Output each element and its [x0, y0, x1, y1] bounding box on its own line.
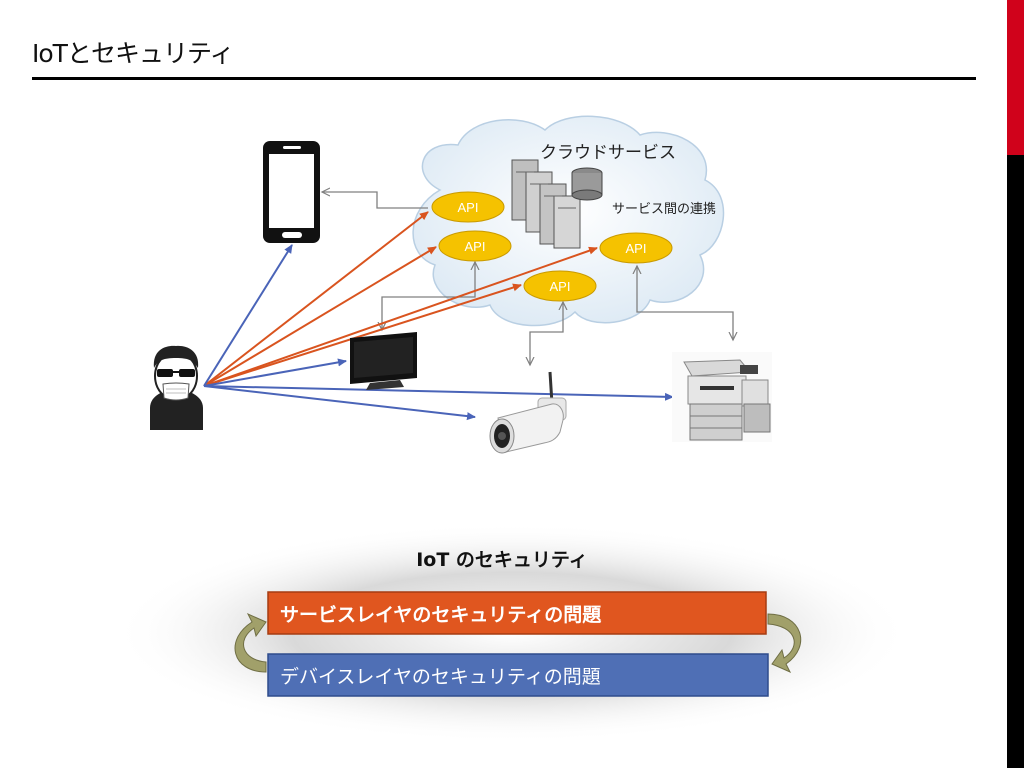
api-endpoint: API — [438, 230, 512, 262]
device-layer-box: デバイスレイヤのセキュリティの問題 — [267, 653, 769, 697]
api-label: API — [550, 279, 571, 294]
device-api-connectors — [322, 192, 733, 365]
accent-bar-red — [1007, 0, 1024, 155]
service-layer-label: サービスレイヤのセキュリティの問題 — [280, 604, 602, 626]
smartphone-icon — [263, 141, 320, 243]
layers-heading: IoT のセキュリティ — [416, 549, 588, 571]
cycle-arrow-right — [767, 613, 802, 674]
api-label: API — [465, 239, 486, 254]
api-endpoint: API — [523, 270, 597, 302]
api-endpoint: API — [431, 191, 505, 223]
api-label: API — [626, 241, 647, 256]
attacker-icon — [150, 345, 203, 430]
api-endpoint: API — [599, 232, 673, 264]
service-attack-arrows — [203, 211, 598, 387]
page-title: IoTとセキュリティ — [32, 39, 234, 68]
printer-icon — [672, 352, 772, 442]
device-attack-arrows — [203, 244, 674, 421]
cycle-arrow-left — [234, 612, 267, 673]
security-camera-icon — [489, 371, 567, 454]
television-icon — [350, 332, 417, 390]
accent-bar-black — [1007, 155, 1024, 768]
device-layer-label: デバイスレイヤのセキュリティの問題 — [280, 666, 601, 688]
title-divider — [32, 77, 976, 80]
api-label: API — [458, 200, 479, 215]
server-cluster-icon — [511, 159, 603, 249]
cloud-note: サービス間の連携 — [612, 201, 716, 217]
cloud-label: クラウドサービス — [540, 143, 676, 163]
service-layer-box: サービスレイヤのセキュリティの問題 — [267, 591, 767, 635]
